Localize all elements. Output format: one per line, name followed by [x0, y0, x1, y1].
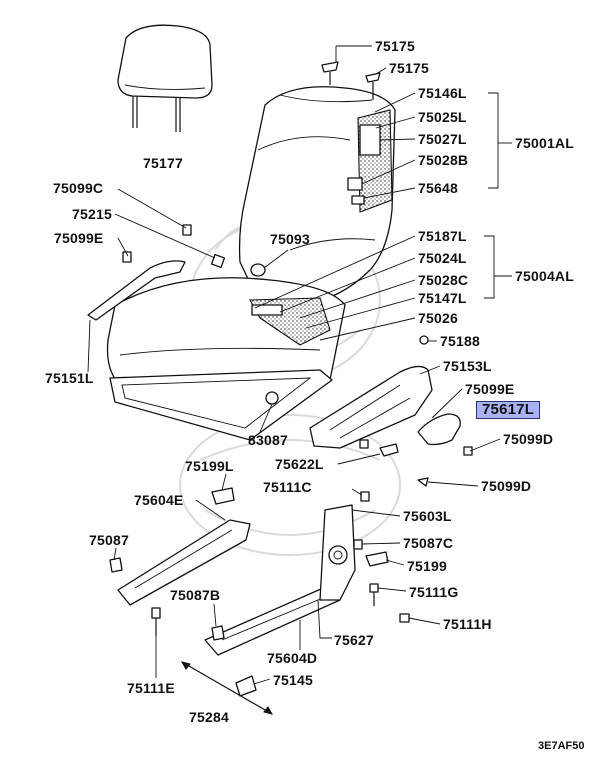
- label-75111H: 75111H: [443, 616, 492, 632]
- recliner-lever: [417, 413, 461, 446]
- diagram-id: 3E7AF50: [538, 740, 585, 752]
- label-75001AL: 75001AL: [515, 135, 574, 151]
- label-75188: 75188: [440, 333, 480, 349]
- label-75026: 75026: [418, 310, 458, 326]
- label-75153L: 75153L: [443, 358, 492, 374]
- label-75617L-highlighted: 75617L: [476, 401, 541, 419]
- label-75099C: 75099C: [53, 180, 104, 196]
- seat-rails: [117, 519, 343, 656]
- label-75175-upper: 75175: [375, 38, 415, 54]
- label-75175-lower: 75175: [389, 60, 429, 76]
- label-75028C: 75028C: [418, 272, 469, 288]
- label-75099E-left: 75099E: [54, 230, 104, 246]
- label-75151L: 75151L: [45, 370, 94, 386]
- label-75648: 75648: [418, 180, 458, 196]
- label-75199L: 75199L: [185, 458, 234, 474]
- seat-back: [238, 86, 396, 306]
- headrest: [117, 24, 213, 132]
- label-75187L: 75187L: [418, 228, 467, 244]
- label-75027L: 75027L: [418, 131, 467, 147]
- fasteners: [109, 224, 473, 715]
- label-75087B: 75087B: [170, 587, 221, 603]
- label-83087: 83087: [248, 432, 288, 448]
- cover-75145: [235, 675, 257, 697]
- label-75004AL: 75004AL: [515, 268, 574, 284]
- label-75146L: 75146L: [418, 85, 467, 101]
- label-75604D: 75604D: [267, 650, 318, 666]
- bracket-75199L: [211, 487, 235, 505]
- riser-bracket: [319, 504, 356, 601]
- label-75604E: 75604E: [134, 492, 184, 508]
- label-75111G: 75111G: [409, 584, 459, 600]
- seat-frame: [109, 369, 333, 441]
- label-75099E-right: 75099E: [465, 381, 515, 397]
- label-75199: 75199: [407, 558, 447, 574]
- label-75087C: 75087C: [403, 535, 454, 551]
- side-shield: [309, 365, 433, 449]
- leader-lines: [87, 45, 512, 685]
- label-75024L: 75024L: [418, 250, 467, 266]
- label-75147L: 75147L: [418, 290, 467, 306]
- label-75093: 75093: [270, 231, 310, 247]
- label-75111C: 75111C: [263, 479, 312, 495]
- seat-cushion: [106, 277, 346, 401]
- label-75025L: 75025L: [418, 109, 467, 125]
- label-75177: 75177: [143, 155, 183, 171]
- label-75284: 75284: [189, 709, 229, 725]
- label-75028B: 75028B: [418, 152, 469, 168]
- label-75087: 75087: [89, 532, 129, 548]
- label-75603L: 75603L: [403, 508, 452, 524]
- label-75627: 75627: [334, 632, 374, 648]
- part-75622L: [379, 443, 399, 457]
- label-75099D-lower: 75099D: [481, 478, 532, 494]
- label-75111E: 75111E: [127, 680, 175, 696]
- label-75622L: 75622L: [275, 456, 324, 472]
- label-75215: 75215: [72, 206, 112, 222]
- backrest-bolts: [321, 61, 381, 100]
- bracket-75199: [365, 551, 389, 567]
- side-cover-75151L: [87, 260, 186, 321]
- label-75145: 75145: [273, 672, 313, 688]
- label-75099D-upper: 75099D: [503, 431, 554, 447]
